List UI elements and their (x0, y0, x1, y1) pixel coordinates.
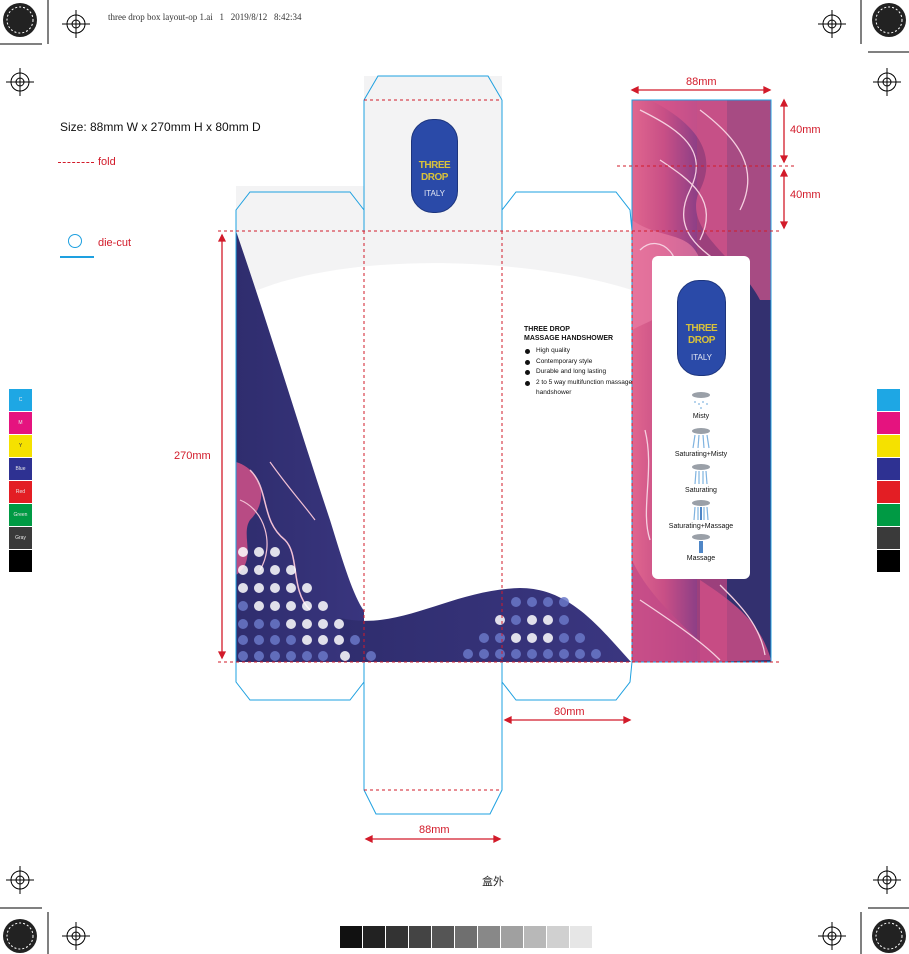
product-title-line1: THREE DROP (524, 326, 570, 333)
feature-list: High quality Contemporary style Durable … (524, 346, 634, 399)
star-target-icons (3, 3, 906, 953)
product-title-line2: MASSAGE HANDSHOWER (524, 335, 614, 342)
feature-item: High quality (524, 346, 634, 357)
gray-swatch (501, 926, 523, 948)
top-flap-logo: THREE DROP ITALY (411, 119, 458, 213)
spray-mode-massage: Massage (652, 532, 750, 562)
color-swatch (877, 504, 900, 526)
spray-mode-label: Saturating+Misty (674, 451, 728, 458)
diecut-lines (235, 75, 633, 815)
outer-box-label: 盒外 (482, 876, 504, 888)
dim-lower-height: 40mm (790, 189, 821, 201)
spray-mode-label: Massage (686, 555, 716, 562)
gray-swatch (409, 926, 431, 948)
dimension-arrows (217, 85, 789, 844)
color-swatch (877, 527, 900, 549)
gray-ramp (340, 926, 592, 948)
gray-swatch (570, 926, 592, 948)
fold-line-icon (58, 161, 94, 163)
front-logo-country: ITALY (690, 353, 713, 362)
diecut-legend: die-cut (58, 232, 168, 262)
gray-swatch (340, 926, 362, 948)
color-swatch: Gray (9, 527, 32, 549)
spray-mode-misty: Misty (652, 390, 750, 420)
color-swatch-label: M (18, 420, 23, 426)
file-slug: three drop box layout-op 1.ai 1 2019/8/1… (108, 12, 302, 22)
front-info-card: THREE DROP ITALY Misty Saturating+Misty … (652, 256, 750, 579)
logo-country: ITALY (423, 189, 446, 198)
color-swatch (877, 412, 900, 434)
dim-height: 270mm (174, 450, 211, 462)
color-swatch-label: Gray (15, 535, 26, 541)
fold-lines (218, 99, 796, 791)
gray-swatch (524, 926, 546, 948)
dim-depth: 80mm (554, 706, 585, 718)
color-swatch-label: Blue (15, 466, 26, 472)
color-swatch-label: Green (13, 512, 28, 518)
gray-swatch (386, 926, 408, 948)
gray-swatch (478, 926, 500, 948)
showerhead-icon (692, 428, 710, 449)
showerhead-icon (692, 534, 710, 553)
color-swatch (877, 458, 900, 480)
color-swatch: Y (9, 435, 32, 457)
dot-pattern (238, 547, 601, 661)
color-swatch (877, 435, 900, 457)
fold-legend: fold (58, 156, 116, 168)
color-swatch: M (9, 412, 32, 434)
spray-mode-label: Misty (692, 413, 710, 420)
color-swatch: C (9, 389, 32, 411)
color-swatch (9, 550, 32, 572)
spray-mode-saturating-massage: Saturating+Massage (652, 498, 750, 530)
bottom-wave (340, 588, 631, 662)
dim-top-width: 88mm (686, 76, 717, 88)
dim-upper-height: 40mm (790, 124, 821, 136)
front-logo-brand-line2: DROP (688, 335, 715, 346)
showerhead-icon (692, 464, 710, 485)
color-swatch-label: C (18, 397, 23, 403)
color-swatch-label: Y (18, 443, 23, 449)
logo-brand-line1: THREE (418, 160, 451, 171)
diecut-circle-icon (68, 234, 82, 248)
color-swatch: Blue (9, 458, 32, 480)
gray-swatch (432, 926, 454, 948)
gray-swatch (455, 926, 477, 948)
color-bar-right (877, 389, 900, 573)
gray-swatch (547, 926, 569, 948)
spray-mode-label: Saturating (685, 487, 717, 494)
size-label: Size: 88mm W x 270mm H x 80mm D (60, 120, 261, 134)
color-swatch (877, 389, 900, 411)
logo-brand-line2: DROP (421, 172, 448, 183)
front-logo: THREE DROP ITALY (677, 280, 726, 376)
gray-swatch (363, 926, 385, 948)
feature-item: Durable and long lasting (524, 367, 634, 378)
color-swatch: Red (9, 481, 32, 503)
fold-label: fold (98, 156, 116, 168)
feature-item: 2 to 5 way multifunction massage handsho… (524, 378, 634, 399)
diecut-label: die-cut (98, 237, 132, 249)
diecut-line-icon (60, 256, 94, 258)
color-swatch-label: Red (15, 489, 26, 495)
spray-mode-saturating-misty: Saturating+Misty (652, 426, 750, 458)
back-panel-copy: THREE DROP MASSAGE HANDSHOWER High quali… (524, 325, 634, 399)
spray-mode-saturating: Saturating (652, 462, 750, 494)
product-title: THREE DROP MASSAGE HANDSHOWER (524, 325, 634, 343)
showerhead-icon (692, 500, 710, 521)
front-logo-brand-line1: THREE (685, 323, 718, 334)
feature-item: Contemporary style (524, 357, 634, 368)
color-swatch: Green (9, 504, 32, 526)
showerhead-icon (692, 392, 710, 409)
spray-mode-label: Saturating+Massage (668, 523, 734, 530)
color-swatch (877, 481, 900, 503)
color-swatch (877, 550, 900, 572)
dim-bottom-width: 88mm (419, 824, 450, 836)
